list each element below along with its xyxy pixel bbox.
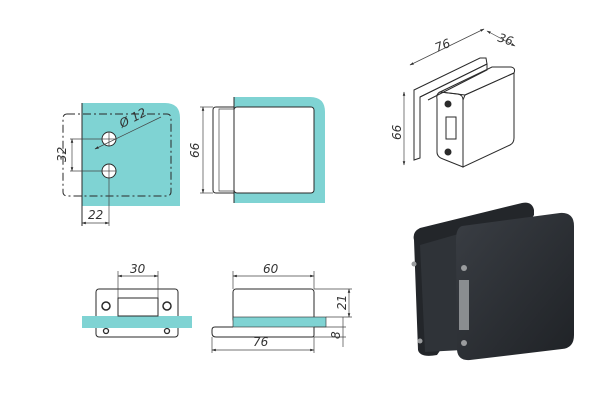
hole-offset-label: 22: [88, 208, 103, 222]
isometric-view: 76 36 66: [390, 28, 516, 168]
base-height-label: 8: [329, 331, 343, 339]
product-photo: [411, 202, 574, 361]
top-view-left: 30: [82, 262, 192, 338]
front-view: Ø 12 32 22: [55, 103, 180, 226]
iso-width-label: 76: [433, 36, 453, 55]
base-width-label: 76: [253, 335, 269, 349]
iso-height-label: 66: [390, 124, 404, 140]
side-height-label: 66: [188, 142, 202, 158]
cover-width-label: 60: [263, 262, 279, 276]
side-view: 66: [188, 97, 325, 203]
top-view-right: 60 76 21 8: [211, 262, 352, 353]
hole-spacing-label: 32: [55, 147, 69, 162]
iso-depth-label: 36: [496, 31, 515, 49]
cover-height-label: 21: [335, 295, 349, 310]
slot-width-label: 30: [130, 262, 146, 276]
